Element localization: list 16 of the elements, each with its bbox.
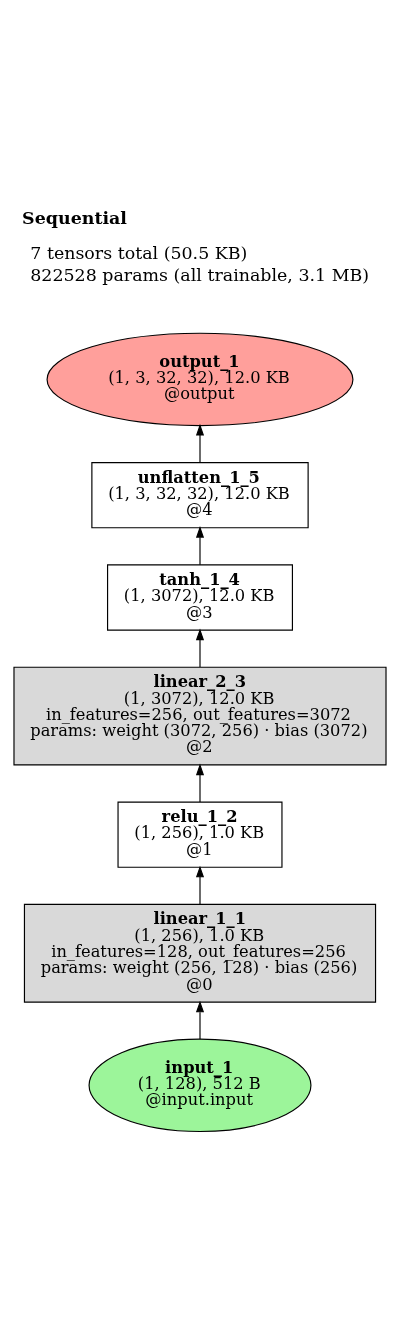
- node-box: relu_1_2 (1, 256), 1.0 KB @1: [117, 801, 283, 868]
- arrow: [195, 628, 205, 668]
- arrow: [195, 763, 205, 803]
- label: 7 tensors total (50.5 KB): [30, 242, 248, 263]
- node-box: linear_2_3 (1, 3072), 12.0 KB in_features=256, out_features=3072 params: weight (3072, 256) · bias (3072) @2: [13, 666, 387, 765]
- node-ellipse: output_1 (1, 3, 32, 32), 12.0 KB @output: [46, 332, 354, 426]
- arrow: [195, 525, 205, 565]
- arrow: [195, 865, 205, 905]
- node-box: tanh_1_4 (1, 3072), 12.0 KB @3: [107, 563, 293, 631]
- arrow: [195, 423, 205, 463]
- node-box: unflatten_1_5 (1, 3, 32, 32), 12.0 KB @4: [91, 461, 309, 528]
- node-box: linear_1_1 (1, 256), 1.0 KB in_features=128, out_features=256 params: weight (256, 128) · bias (256) @0: [23, 903, 377, 1003]
- arrow: [195, 1000, 205, 1040]
- diagram-title: Sequential: [22, 207, 127, 228]
- label: 822528 params (all trainable, 3.1 MB): [30, 264, 370, 285]
- node-ellipse: input_1 (1, 128), 512 B @input.input: [88, 1038, 312, 1132]
